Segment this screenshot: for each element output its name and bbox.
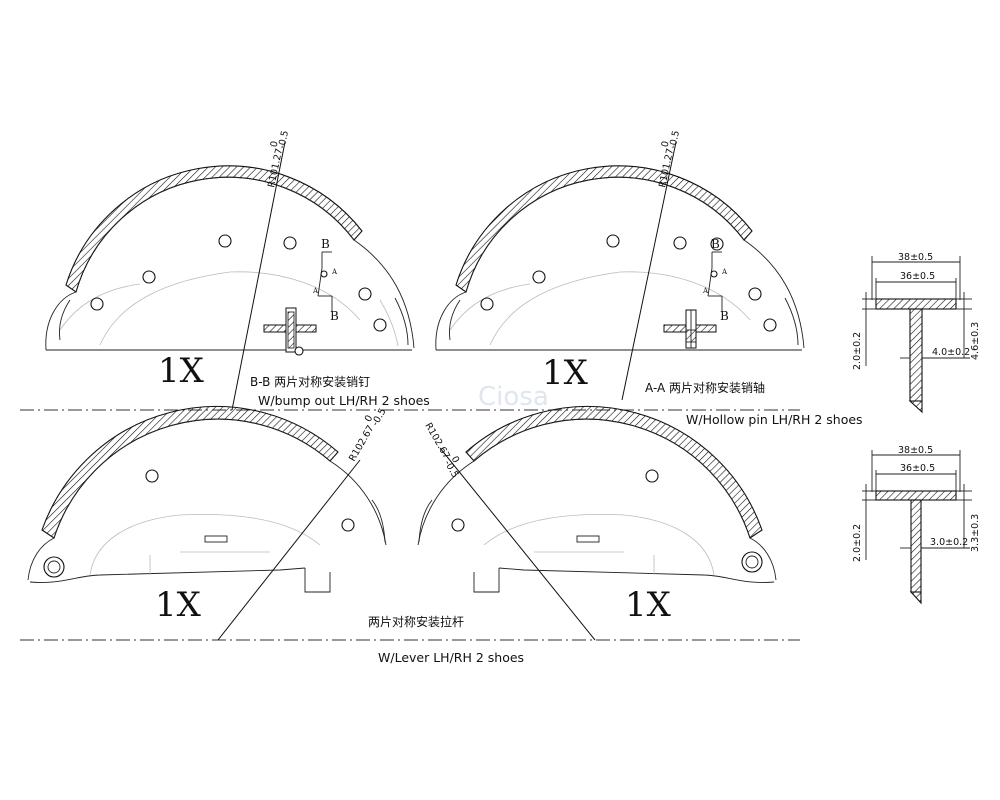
section-label-bottom: B	[330, 309, 339, 323]
radius-tol-upper: 0	[660, 140, 672, 148]
note-cn-top-right: A-A 两片对称安装销轴	[645, 380, 765, 395]
dim-lining-thickness: 2.0±0.2	[852, 332, 863, 370]
dim-web-thickness: 3.0±0.2	[930, 537, 968, 548]
radius-label-bottom-left: R102.67 0 -0.5	[347, 407, 389, 464]
section-label-small-1: A	[721, 268, 728, 276]
note-cn-top-left: B-B 两片对称安装销钉	[250, 374, 370, 389]
quantity-bottom-right: 1X	[625, 585, 672, 625]
radius-tol-lower: -0.5	[276, 129, 291, 149]
dim-lining-thickness: 2.0±0.2	[852, 524, 863, 562]
section-label-small-2: A	[702, 287, 709, 295]
bump-pin-detail	[263, 307, 317, 356]
dim-web-thickness: 4.0±0.2	[932, 347, 970, 358]
section-label-bottom: B	[720, 309, 729, 323]
radius-tol-upper: 0	[449, 454, 462, 465]
section-marker-b: B B A A	[312, 237, 339, 323]
radius-tol-lower: -0.5	[667, 129, 682, 149]
radius-tol-upper: 0	[269, 140, 281, 148]
dim-width-outer: 38±0.5	[898, 252, 933, 263]
section-label-small-1: A	[331, 268, 338, 276]
dim-width-inner: 36±0.5	[900, 463, 935, 474]
note-cn-bottom: 两片对称安装拉杆	[368, 614, 464, 629]
radius-tol-upper: 0	[363, 413, 376, 424]
note-en-top-right: W/Hollow pin LH/RH 2 shoes	[686, 412, 863, 427]
quantity-bottom-left: 1X	[155, 585, 202, 625]
cross-section-bottom: 38±0.5 36±0.5 2.0±0.2 3.3±0.3 3.0±0.2	[852, 445, 981, 605]
dim-width-outer: 38±0.5	[898, 445, 933, 456]
watermark: Ciosa	[478, 382, 549, 412]
dim-web-height: 4.6±0.3	[970, 322, 981, 360]
note-en-bottom: W/Lever LH/RH 2 shoes	[378, 650, 524, 665]
quantity-top-right: 1X	[542, 353, 589, 393]
section-label-small-2: A	[312, 287, 319, 295]
section-marker-a: B B A A	[702, 237, 729, 323]
dim-web-height: 3.3±0.3	[970, 514, 981, 552]
hollow-pin-detail	[663, 309, 717, 349]
cross-section-top: 38±0.5 36±0.5 2.0±0.2 4.6±0.3 4.0±0.2	[852, 252, 981, 414]
radius-value: R102.67	[347, 423, 376, 463]
quantity-top-left: 1X	[158, 351, 205, 391]
shoe-top-right: B B A A	[435, 141, 805, 401]
section-label-top: B	[711, 237, 720, 251]
shoe-bottom-right	[417, 405, 777, 641]
shoe-top-left: B B A A	[45, 141, 415, 411]
radius-value: R102.67	[422, 421, 451, 461]
note-en-top-left: W/bump out LH/RH 2 shoes	[258, 393, 430, 408]
section-label-top: B	[321, 237, 330, 251]
shoe-bottom-left	[27, 405, 387, 641]
dim-width-inner: 36±0.5	[900, 271, 935, 282]
